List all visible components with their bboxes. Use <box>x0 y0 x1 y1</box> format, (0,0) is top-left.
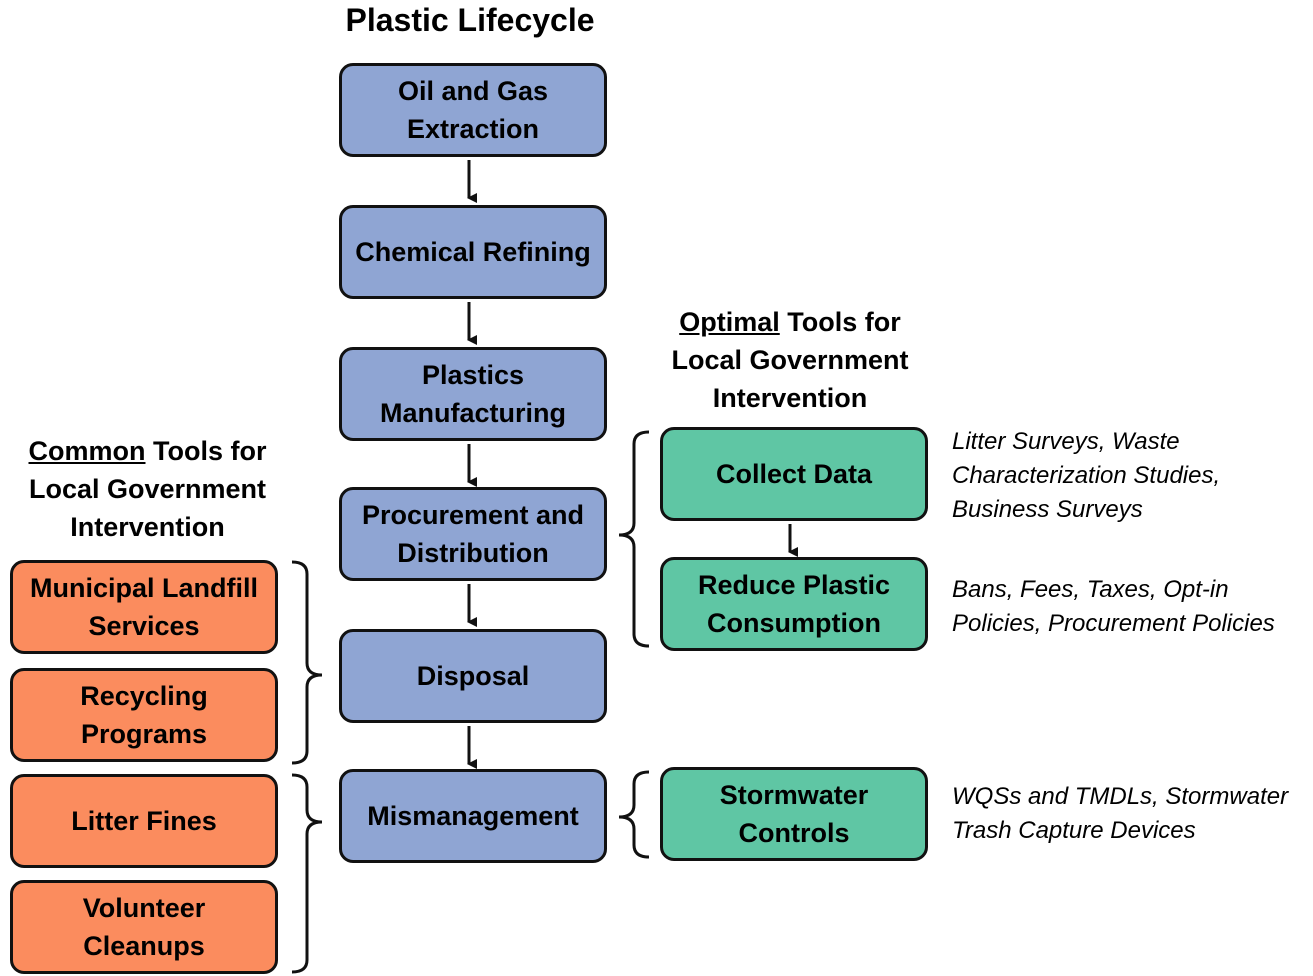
common-box-recycling-programs: Recycling Programs <box>10 668 278 762</box>
optimal-box-stormwater: Stormwater Controls <box>660 767 928 861</box>
lifecycle-box-chemical-refining: Chemical Refining <box>339 205 607 299</box>
bracket-common-disposal <box>291 560 323 765</box>
lifecycle-label: Procurement and Distribution <box>361 500 585 568</box>
lifecycle-box-procurement-distribution: Procurement and Distribution <box>339 487 607 581</box>
lifecycle-label: Oil and Gas Extraction <box>397 76 549 144</box>
optimal-box-reduce-plastic: Reduce Plastic Consumption <box>660 557 928 651</box>
heading-line2: Local Government <box>671 345 909 375</box>
bracket-optimal-procurement <box>618 430 650 648</box>
note-stormwater: WQSs and TMDLs, Stormwater Trash Capture… <box>952 783 1289 844</box>
note-reduce-plastic: Bans, Fees, Taxes, Opt-in Policies, Proc… <box>952 576 1275 637</box>
lifecycle-label: Chemical Refining <box>355 237 591 267</box>
diagram-title: Plastic Lifecycle <box>345 2 595 38</box>
common-box-litter-fines: Litter Fines <box>10 774 278 868</box>
heading-line2: Local Government <box>28 474 267 504</box>
heading-underlined-word: Optimal <box>679 307 780 337</box>
common-label: Volunteer Cleanups <box>82 893 206 961</box>
optimal-label: Reduce Plastic Consumption <box>697 570 891 638</box>
heading-rest: Tools for <box>145 436 267 466</box>
lifecycle-box-disposal: Disposal <box>339 629 607 723</box>
lifecycle-box-oil-gas-extraction: Oil and Gas Extraction <box>339 63 607 157</box>
lifecycle-box-mismanagement: Mismanagement <box>339 769 607 863</box>
common-label: Litter Fines <box>71 806 217 836</box>
bracket-optimal-mismanagement <box>618 770 650 859</box>
common-box-volunteer-cleanups: Volunteer Cleanups <box>10 880 278 974</box>
note-collect-data: Litter Surveys, Waste Characterization S… <box>952 428 1221 523</box>
heading-underlined-word: Common <box>28 436 146 466</box>
common-label: Municipal Landfill Services <box>30 573 258 641</box>
lifecycle-label: Disposal <box>416 661 530 691</box>
common-label: Recycling Programs <box>80 681 208 749</box>
optimal-box-collect-data: Collect Data <box>660 427 928 521</box>
common-tools-heading: Common Tools for Local Government Interv… <box>10 432 285 546</box>
optimal-label: Stormwater Controls <box>719 780 869 848</box>
heading-rest: Tools for <box>779 307 901 337</box>
common-box-municipal-landfill: Municipal Landfill Services <box>10 560 278 654</box>
heading-line3: Intervention <box>712 383 868 413</box>
optimal-label: Collect Data <box>715 459 873 489</box>
lifecycle-label: Plastics Manufacturing <box>380 360 566 428</box>
optimal-tools-heading: Optimal Tools for Local Government Inter… <box>650 303 930 417</box>
lifecycle-label: Mismanagement <box>367 801 579 831</box>
lifecycle-box-plastics-manufacturing: Plastics Manufacturing <box>339 347 607 441</box>
bracket-common-mismanagement <box>291 773 323 974</box>
heading-line3: Intervention <box>70 512 225 542</box>
